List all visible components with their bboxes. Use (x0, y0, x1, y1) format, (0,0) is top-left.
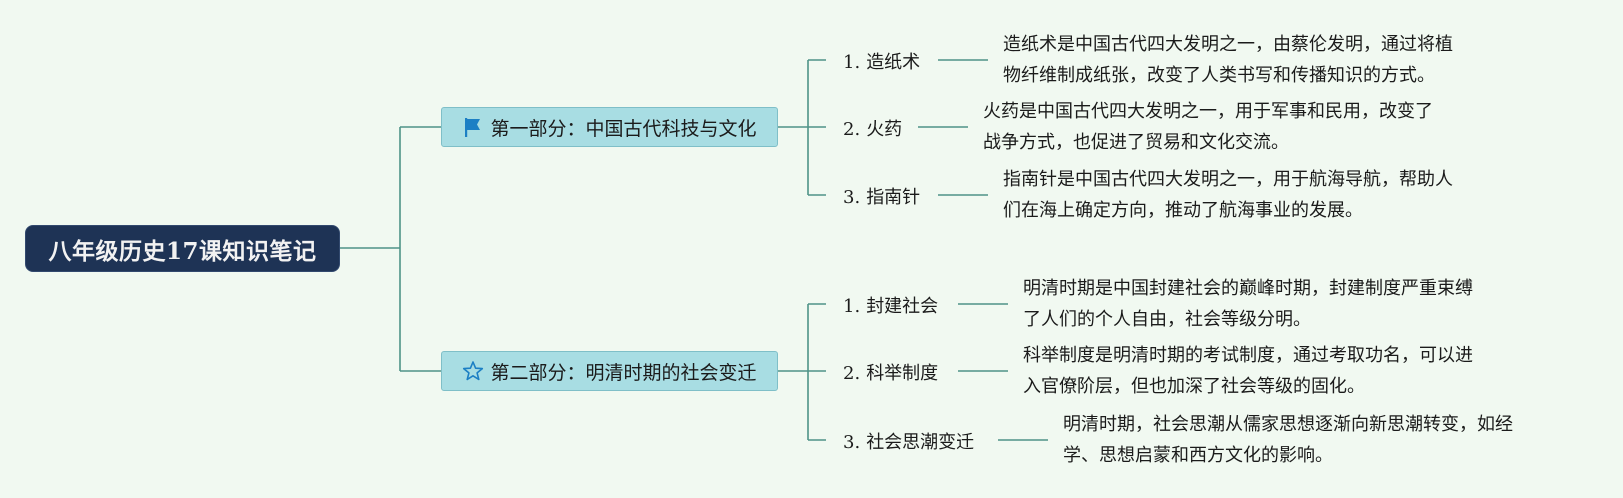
description-line: 物纤维制成纸张，改变了人类书写和传播知识的方式。 (1003, 65, 1435, 86)
description-line: 火药是中国古代四大发明之一，用于军事和民用，改变了 (983, 101, 1433, 122)
topic-label: 社会思潮变迁 (866, 432, 975, 453)
description-line: 了人们的个人自由，社会等级分明。 (1023, 309, 1311, 330)
topic-node[interactable]: 2.火药 (843, 115, 902, 141)
description-line: 科举制度是明清时期的考试制度，通过考取功名，可以进 (1023, 345, 1473, 366)
section-node-1[interactable]: 第一部分：中国古代科技与文化 (441, 107, 778, 147)
topic-node[interactable]: 1.造纸术 (843, 48, 920, 74)
description-line: 明清时期，社会思潮从儒家思想逐渐向新思潮转变，如经 (1063, 414, 1513, 435)
topic-number: 1. (843, 296, 861, 317)
topic-node[interactable]: 3.社会思潮变迁 (843, 428, 974, 454)
root-node-label: 八年级历史17课知识笔记 (48, 237, 317, 265)
topic-description: 指南针是中国古代四大发明之一，用于航海导航，帮助人 们在海上确定方向，推动了航海… (1003, 164, 1453, 226)
topic-description: 造纸术是中国古代四大发明之一，由蔡伦发明，通过将植 物纤维制成纸张，改变了人类书… (1003, 29, 1453, 91)
topic-node[interactable]: 1.封建社会 (843, 292, 938, 318)
topic-node[interactable]: 3.指南针 (843, 183, 920, 209)
topic-description: 火药是中国古代四大发明之一，用于军事和民用，改变了 战争方式，也促进了贸易和文化… (983, 96, 1433, 158)
description-line: 入官僚阶层，但也加深了社会等级的固化。 (1023, 376, 1365, 397)
topic-label: 封建社会 (866, 296, 939, 317)
star-icon (463, 361, 484, 381)
connector-section1-topics (778, 59, 826, 196)
topic-label: 指南针 (866, 187, 921, 208)
topic-description: 明清时期是中国封建社会的巅峰时期，封建制度严重束缚 了人们的个人自由，社会等级分… (1023, 273, 1473, 335)
topic-description: 科举制度是明清时期的考试制度，通过考取功名，可以进 入官僚阶层，但也加深了社会等… (1023, 340, 1473, 402)
connector-section2-topics (778, 303, 826, 441)
topic-label: 火药 (866, 119, 903, 140)
description-line: 明清时期是中国封建社会的巅峰时期，封建制度严重束缚 (1023, 278, 1473, 299)
topic-label: 科举制度 (866, 363, 939, 384)
description-line: 战争方式，也促进了贸易和文化交流。 (983, 132, 1289, 153)
section-1-label: 第一部分：中国古代科技与文化 (490, 117, 757, 140)
topic-number: 3. (843, 432, 861, 453)
topic-label: 造纸术 (866, 52, 921, 73)
section-node-2[interactable]: 第二部分：明清时期的社会变迁 (441, 351, 778, 391)
description-line: 造纸术是中国古代四大发明之一，由蔡伦发明，通过将植 (1003, 34, 1453, 55)
topic-number: 3. (843, 187, 861, 208)
root-node[interactable]: 八年级历史17课知识笔记 (25, 225, 340, 272)
topic-description: 明清时期，社会思潮从儒家思想逐渐向新思潮转变，如经 学、思想启蒙和西方文化的影响… (1063, 409, 1513, 471)
connector-root-sections (340, 126, 441, 372)
flag-icon (465, 118, 481, 137)
description-line: 们在海上确定方向，推动了航海事业的发展。 (1003, 200, 1363, 221)
section-2-label: 第二部分：明清时期的社会变迁 (490, 361, 757, 384)
description-line: 指南针是中国古代四大发明之一，用于航海导航，帮助人 (1003, 169, 1453, 190)
description-line: 学、思想启蒙和西方文化的影响。 (1063, 445, 1333, 466)
topic-number: 2. (843, 119, 861, 140)
topic-node[interactable]: 2.科举制度 (843, 359, 938, 385)
topic-number: 2. (843, 363, 861, 384)
topic-number: 1. (843, 52, 861, 73)
